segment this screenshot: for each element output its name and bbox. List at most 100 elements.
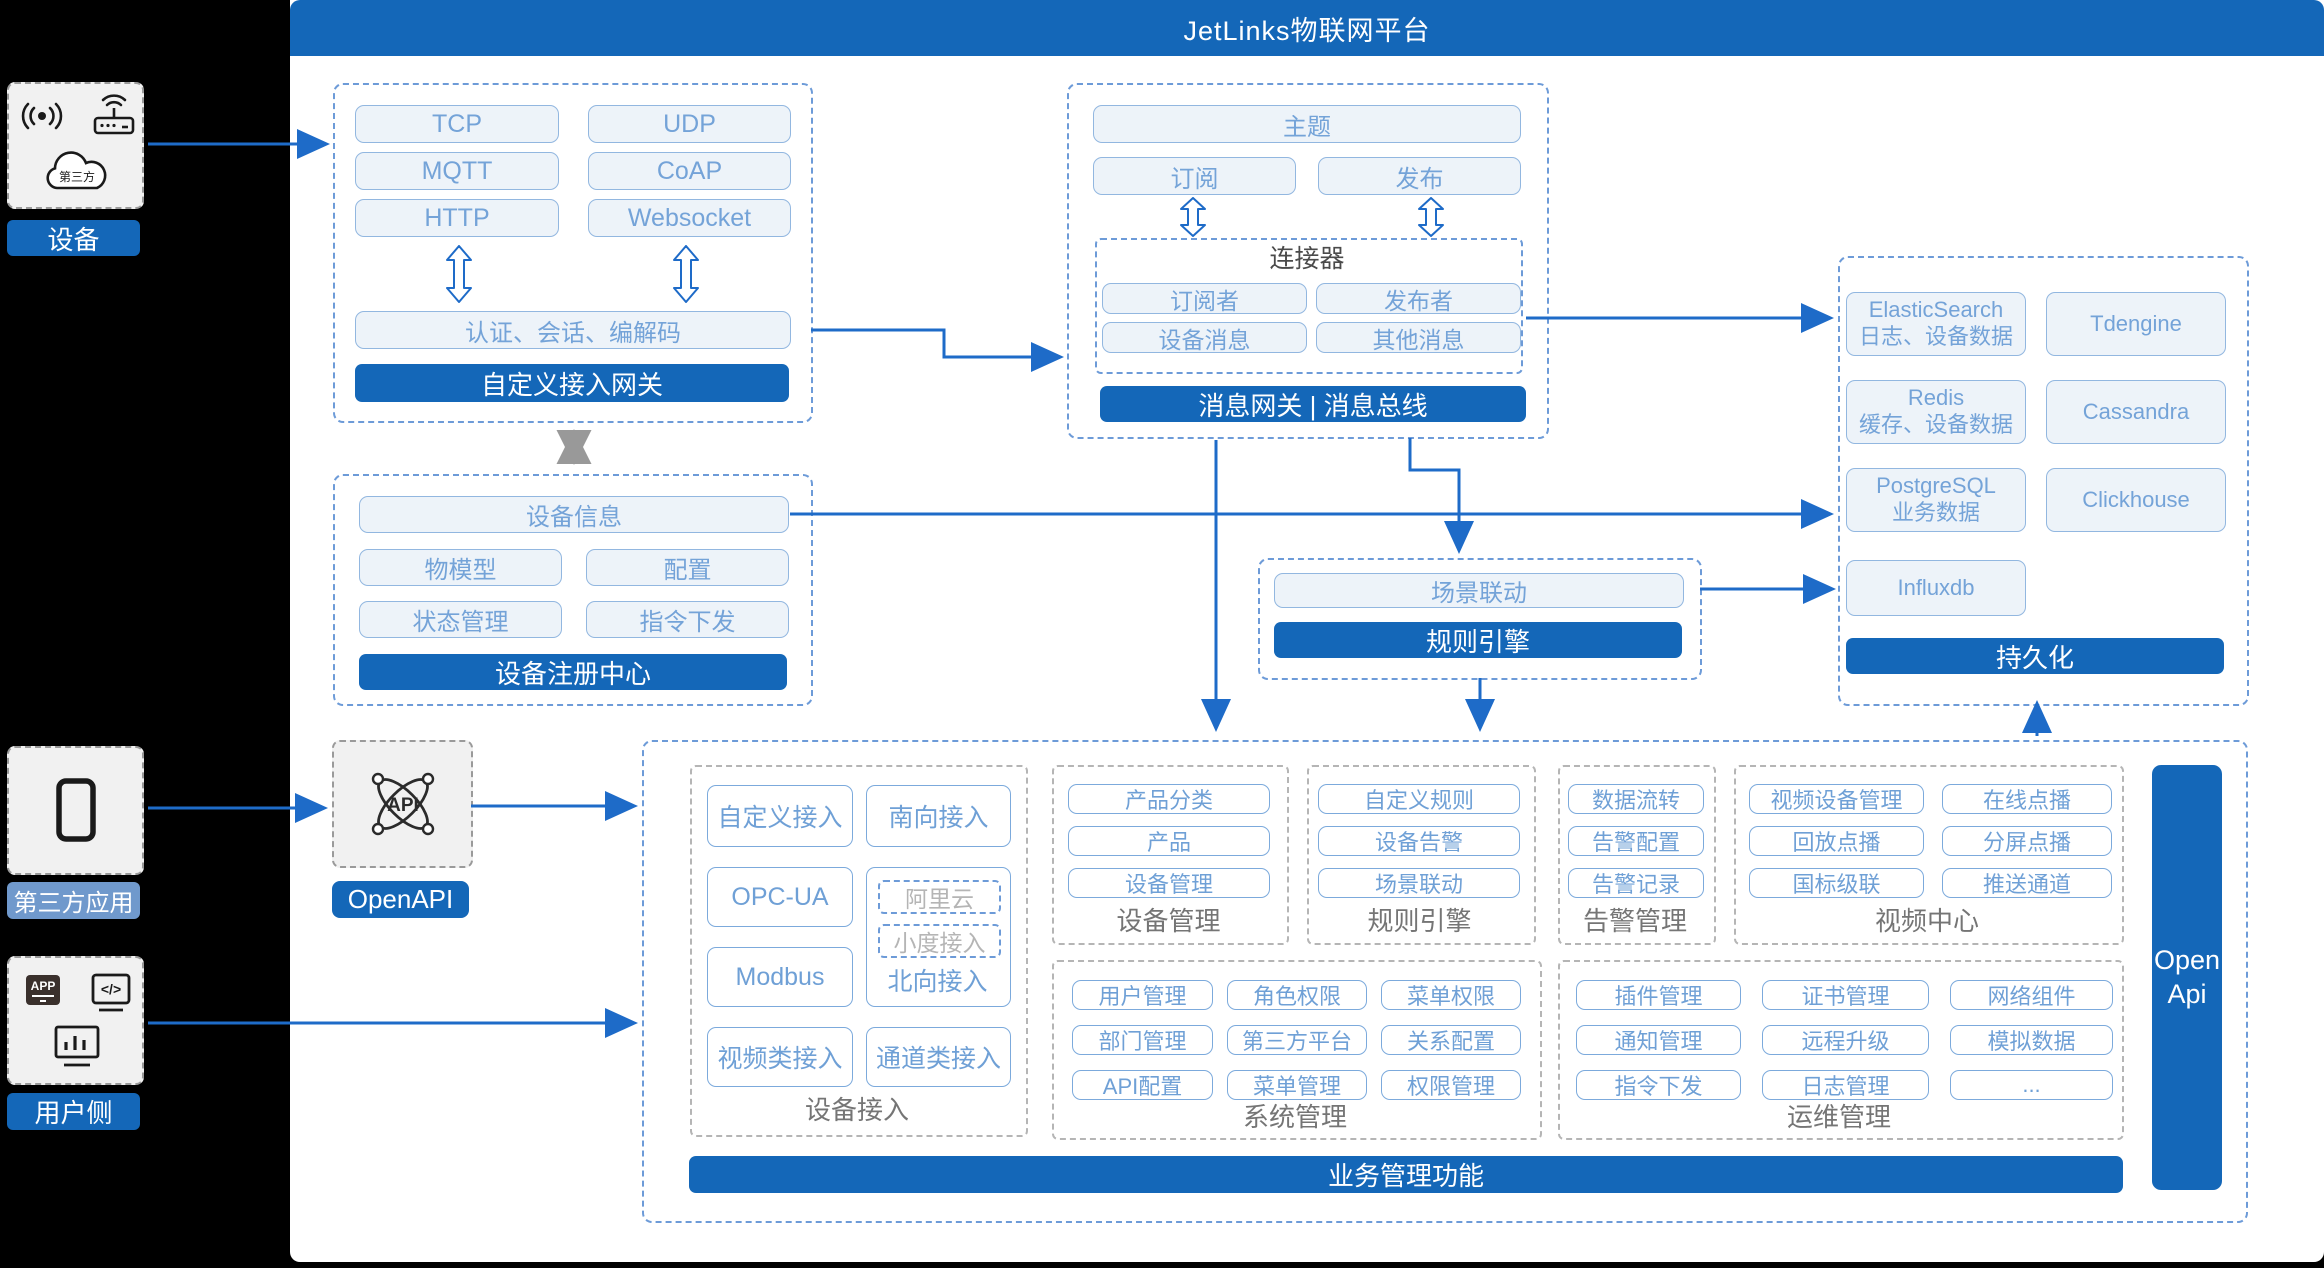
db-postgresql: PostgreSQL 业务数据 xyxy=(1846,468,2026,532)
ops-item: 日志管理 xyxy=(1762,1070,1929,1100)
protocol-udp: UDP xyxy=(588,105,791,143)
status-mgmt: 状态管理 xyxy=(359,601,562,638)
section-system xyxy=(1052,960,1542,1140)
access-northbound-label: 北向接入 xyxy=(887,968,988,996)
openapi-icon-text: API xyxy=(387,795,419,816)
device-info: 设备信息 xyxy=(359,496,789,533)
system-item: 部门管理 xyxy=(1072,1025,1213,1055)
device-mgmt-item: 产品 xyxy=(1068,826,1270,856)
db-name: Redis xyxy=(1907,385,1965,411)
persistence-title-bar: 持久化 xyxy=(1846,638,2224,674)
db-influxdb: Influxdb xyxy=(1846,560,2026,616)
rule-engine-item: 场景联动 xyxy=(1318,868,1520,898)
third-party-icon-box xyxy=(7,746,144,875)
section-label-rule-engine: 规则引擎 xyxy=(1367,905,1472,936)
updown-arrow-icon xyxy=(673,245,699,303)
access-xiaodu: 小度接入 xyxy=(878,924,1001,958)
section-label-device-mgmt: 设备管理 xyxy=(1116,905,1221,936)
publisher: 发布者 xyxy=(1316,283,1521,314)
publish: 发布 xyxy=(1318,157,1521,195)
video-item: 推送通道 xyxy=(1942,868,2112,898)
cloud-icon-text: 第三方 xyxy=(59,169,95,184)
updown-arrow-icon xyxy=(1180,197,1206,237)
phone-icon xyxy=(56,778,96,842)
alarm-item: 数据流转 xyxy=(1568,784,1704,814)
gateway-box xyxy=(333,83,813,423)
topic: 主题 xyxy=(1093,105,1521,143)
sidebar-label-device: 设备 xyxy=(7,220,140,256)
db-desc: 日志、设备数据 xyxy=(1858,324,2013,349)
message-title-bar: 消息网关 | 消息总线 xyxy=(1100,386,1526,422)
system-item: 菜单管理 xyxy=(1227,1070,1367,1100)
db-name: ElasticSearch xyxy=(1868,297,2004,323)
access-custom: 自定义接入 xyxy=(707,785,853,847)
system-item: 角色权限 xyxy=(1227,980,1367,1010)
message-box xyxy=(1067,83,1549,439)
access-opcua: OPC-UA xyxy=(707,867,853,927)
db-elasticsearch: ElasticSearch 日志、设备数据 xyxy=(1846,292,2026,356)
video-item: 视频设备管理 xyxy=(1749,784,1924,814)
video-item: 国标级联 xyxy=(1749,868,1924,898)
openapi-label: OpenAPI xyxy=(332,881,469,918)
sidebar-label-user-side: 用户侧 xyxy=(7,1093,140,1130)
db-cassandra: Cassandra xyxy=(2046,380,2226,444)
db-name: Cassandra xyxy=(2082,398,2190,424)
device-message: 设备消息 xyxy=(1102,322,1307,353)
system-item: 菜单权限 xyxy=(1381,980,1521,1010)
db-redis: Redis 缓存、设备数据 xyxy=(1846,380,2026,444)
protocol-mqtt: MQTT xyxy=(355,152,559,190)
system-item: 权限管理 xyxy=(1381,1070,1521,1100)
system-item: 第三方平台 xyxy=(1227,1025,1367,1055)
section-rule-engine xyxy=(1307,765,1536,945)
db-name: Influxdb xyxy=(1897,574,1975,600)
open-api-vertical-bar: Open Api xyxy=(2152,765,2222,1190)
updown-arrow-icon xyxy=(446,245,472,303)
thing-model: 物模型 xyxy=(359,549,562,586)
video-item: 在线点播 xyxy=(1942,784,2112,814)
config: 配置 xyxy=(586,549,789,586)
ops-item: 指令下发 xyxy=(1576,1070,1741,1100)
ops-list: 插件管理证书管理网络组件通知管理远程升级模拟数据指令下发日志管理... xyxy=(1576,980,2113,1100)
updown-arrow-icon xyxy=(1418,197,1444,237)
protocol-http: HTTP xyxy=(355,199,559,237)
registry-box xyxy=(333,474,813,706)
video-list: 视频设备管理在线点播回放点播分屏点播国标级联推送通道 xyxy=(1749,784,2112,898)
section-label-video: 视频中心 xyxy=(1874,905,1979,936)
section-ops xyxy=(1558,960,2124,1140)
command-dispatch: 指令下发 xyxy=(586,601,789,638)
ops-item: ... xyxy=(1950,1070,2113,1100)
section-device-mgmt xyxy=(1052,765,1289,945)
access-aliyun: 阿里云 xyxy=(878,880,1001,914)
rule-title-bar: 规则引擎 xyxy=(1274,622,1682,658)
section-alarm xyxy=(1558,765,1716,945)
access-video: 视频类接入 xyxy=(707,1027,853,1087)
db-name: PostgreSQL xyxy=(1876,473,1996,499)
connector-box xyxy=(1095,238,1523,374)
registry-title-bar: 设备注册中心 xyxy=(359,654,787,690)
gateway-title-bar: 自定义接入网关 xyxy=(355,364,789,402)
rule-engine-item: 自定义规则 xyxy=(1318,784,1520,814)
router-icon xyxy=(93,94,135,135)
dashboard-icon xyxy=(54,1025,100,1067)
business-footer-bar: 业务管理功能 xyxy=(689,1156,2123,1193)
ops-item: 远程升级 xyxy=(1762,1025,1929,1055)
ops-item: 通知管理 xyxy=(1576,1025,1741,1055)
connector-title: 连接器 xyxy=(1269,245,1345,273)
access-channel: 通道类接入 xyxy=(866,1027,1011,1087)
protocol-coap: CoAP xyxy=(588,152,791,190)
rule-engine-item: 设备告警 xyxy=(1318,826,1520,856)
section-label-alarm: 告警管理 xyxy=(1582,905,1687,936)
section-label-system: 系统管理 xyxy=(1242,1101,1347,1132)
system-item: 关系配置 xyxy=(1381,1025,1521,1055)
user-side-icon-box: APP </> xyxy=(7,956,144,1085)
device-mgmt-item: 设备管理 xyxy=(1068,868,1270,898)
ops-item: 模拟数据 xyxy=(1950,1025,2113,1055)
access-modbus: Modbus xyxy=(707,947,853,1007)
db-tdengine: Tdengine xyxy=(2046,292,2226,356)
ops-item: 网络组件 xyxy=(1950,980,2113,1010)
other-message: 其他消息 xyxy=(1316,322,1521,353)
video-item: 回放点播 xyxy=(1749,826,1924,856)
app-icon-text: APP xyxy=(31,979,56,993)
access-northbound-box xyxy=(866,867,1011,1007)
